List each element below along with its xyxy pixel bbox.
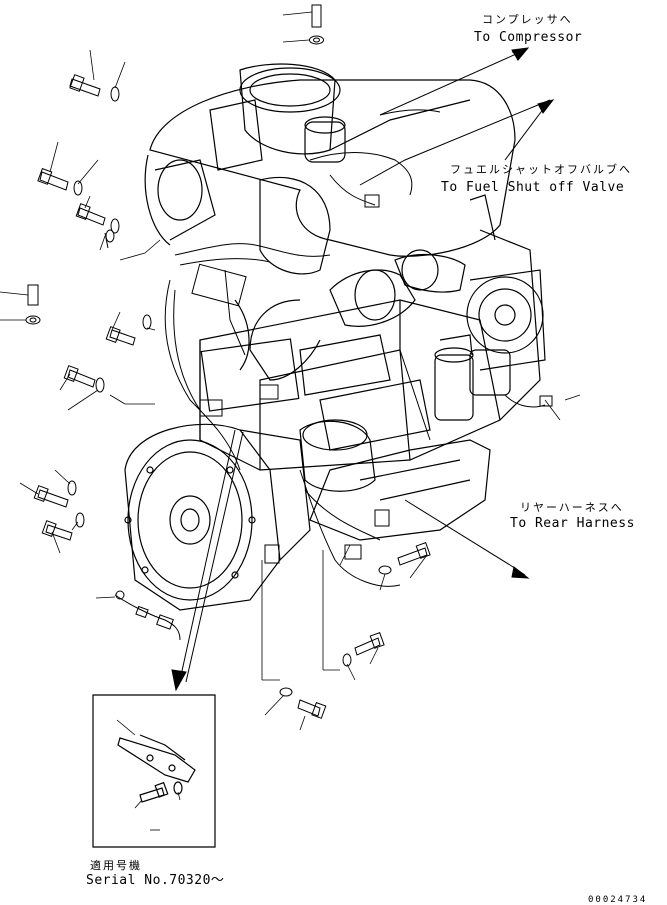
serial-label-jp: 適用号機 xyxy=(90,859,142,872)
oil-filter xyxy=(435,335,473,420)
engine-block xyxy=(200,195,540,470)
arrow-to-fuel-valve xyxy=(360,100,553,185)
oil-pan xyxy=(310,440,490,540)
air-cleaner xyxy=(145,64,515,274)
compressor-label-en: To Compressor xyxy=(474,30,583,45)
rear-harness-label-en: To Rear Harness xyxy=(510,516,635,531)
compressor-label-jp: コンプレッサへ xyxy=(482,13,573,26)
alternator xyxy=(467,270,545,395)
arrow-to-detail xyxy=(172,430,243,690)
arrow-to-rear-harness xyxy=(405,500,528,578)
starter-motor xyxy=(300,420,375,491)
detail-inset xyxy=(93,695,215,847)
leader-lines xyxy=(0,12,580,730)
serial-label-en: Serial No.70320～ xyxy=(86,873,225,888)
figure-number: 00024734 xyxy=(588,895,648,905)
fuel-valve-label-en: To Fuel Shut off Valve xyxy=(441,180,625,195)
rear-harness-label-jp: リヤーハーネスへ xyxy=(520,501,624,514)
fuel-valve-label-jp: フュエルシャットオフバルブへ xyxy=(450,163,632,176)
arrow-to-compressor xyxy=(380,48,528,115)
bolts xyxy=(26,5,430,718)
flywheel-housing xyxy=(125,424,310,610)
intake-duct xyxy=(235,250,465,380)
wiring-harness xyxy=(115,110,552,640)
